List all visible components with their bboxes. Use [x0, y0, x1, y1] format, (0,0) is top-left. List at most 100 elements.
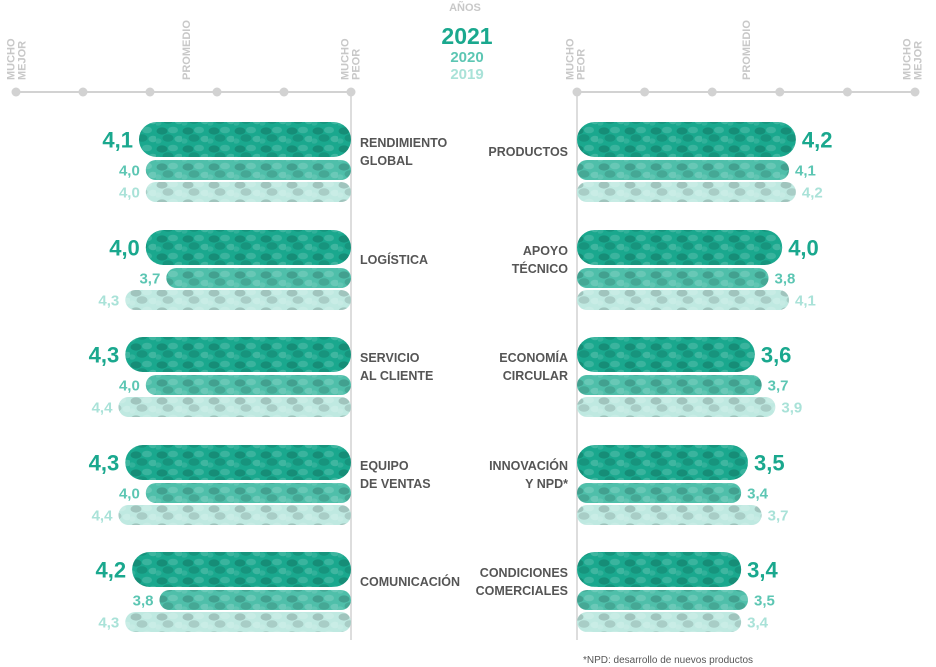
left-bar-texture: [159, 590, 351, 610]
scale-label-promedio-right: PROMEDIO: [741, 20, 753, 80]
legend-year-2021: 2021: [441, 23, 492, 49]
left-bar-texture: [125, 445, 351, 480]
svg-text:MUCHOPEOR: MUCHOPEOR: [340, 38, 363, 80]
right-bar-texture: [577, 268, 769, 288]
left-value-label: 4,3: [98, 292, 119, 309]
left-value-label: 3,7: [139, 270, 160, 287]
left-value-label: 4,3: [89, 450, 120, 475]
right-bar-texture: [577, 483, 742, 503]
left-bar-texture: [145, 375, 351, 395]
right-value-label: 3,4: [747, 557, 778, 582]
legend-title: AÑOS: [449, 1, 481, 14]
left-value-label: 4,0: [119, 377, 140, 394]
left-category-label: COMUNICACIÓN: [360, 574, 460, 589]
scale-label-mucho-peor-right: MUCHOPEOR: [565, 38, 588, 80]
left-category-label: LOGÍSTICA: [360, 252, 428, 267]
svg-text:PROMEDIO: PROMEDIO: [181, 20, 193, 80]
right-bar-texture: [577, 397, 776, 417]
right-value-label: 3,5: [754, 592, 775, 609]
left-value-label: 4,3: [98, 614, 119, 631]
left-value-label: 4,3: [89, 342, 120, 367]
scale-axes: MUCHOMEJOR PROMEDIO MUCHOPEOR MUCHOPEOR PROM…: [6, 20, 925, 640]
scale-tick-dot: [910, 87, 920, 97]
right-value-label: 3,4: [747, 614, 769, 631]
right-bar-texture: [577, 122, 796, 157]
scale-label-mucho-mejor-right: MUCHOMEJOR: [902, 38, 925, 80]
scale-tick-dot: [11, 87, 21, 97]
left-bar-texture: [138, 122, 351, 157]
right-bar-texture: [577, 290, 790, 310]
left-bar-texture: [145, 182, 351, 202]
right-bar-texture: [577, 337, 755, 372]
left-bar-texture: [145, 230, 351, 265]
right-value-label: 3,7: [768, 377, 789, 394]
left-bar-texture: [125, 337, 351, 372]
right-bar-texture: [577, 445, 748, 480]
scale-label-promedio-left: PROMEDIO: [181, 20, 193, 80]
left-bar-texture: [145, 483, 351, 503]
right-bar-texture: [577, 375, 762, 395]
scale-tick-dot: [212, 87, 222, 97]
left-bar-texture: [145, 160, 351, 180]
scale-label-mucho-mejor-left: MUCHOMEJOR: [6, 38, 29, 80]
right-value-label: 4,2: [802, 127, 833, 152]
right-value-label: 3,4: [747, 485, 769, 502]
svg-text:MUCHOMEJOR: MUCHOMEJOR: [6, 38, 29, 80]
right-bar-texture: [577, 612, 742, 632]
scale-tick-dot: [842, 87, 852, 97]
legend-year-2019: 2019: [450, 66, 483, 83]
scale-tick-dot: [640, 87, 650, 97]
right-value-label: 3,8: [775, 270, 796, 287]
left-value-label: 4,4: [92, 507, 114, 524]
scale-tick-dot: [279, 87, 289, 97]
footnote: *NPD: desarrollo de nuevos productos: [583, 655, 753, 666]
svg-text:PROMEDIO: PROMEDIO: [741, 20, 753, 80]
scale-tick-dot: [707, 87, 717, 97]
left-value-label: 3,8: [133, 592, 154, 609]
left-bar-texture: [125, 290, 351, 310]
left-value-label: 4,1: [102, 127, 133, 152]
scale-label-mucho-peor-left: MUCHOPEOR: [340, 38, 363, 80]
svg-text:MUCHOMEJOR: MUCHOMEJOR: [902, 38, 925, 80]
left-bar-texture: [118, 505, 351, 525]
left-value-label: 4,0: [109, 235, 140, 260]
scale-tick-dot: [78, 87, 88, 97]
right-bar-texture: [577, 160, 790, 180]
left-value-label: 4,4: [92, 399, 114, 416]
right-value-label: 4,1: [795, 162, 816, 179]
right-value-label: 3,6: [761, 342, 792, 367]
scale-tick-dot: [775, 87, 785, 97]
left-value-label: 4,2: [96, 557, 127, 582]
scale-tick-dot: [145, 87, 155, 97]
right-value-label: 4,1: [795, 292, 816, 309]
legend-year-2020: 2020: [450, 49, 483, 66]
right-value-label: 3,9: [781, 399, 802, 416]
left-bar-texture: [118, 397, 351, 417]
right-value-label: 4,0: [788, 235, 819, 260]
left-value-label: 4,0: [119, 485, 140, 502]
right-bar-texture: [577, 505, 762, 525]
right-value-label: 4,2: [802, 184, 823, 201]
right-bar-texture: [577, 182, 796, 202]
left-bar-texture: [166, 268, 351, 288]
right-value-label: 3,7: [768, 507, 789, 524]
right-category-label: PRODUCTOS: [488, 145, 568, 159]
right-bar-texture: [577, 230, 783, 265]
right-value-label: 3,5: [754, 450, 785, 475]
right-bar-texture: [577, 552, 742, 587]
left-value-label: 4,0: [119, 162, 140, 179]
left-bar-texture: [125, 612, 351, 632]
left-value-label: 4,0: [119, 184, 140, 201]
left-bar-texture: [132, 552, 351, 587]
right-bar-texture: [577, 590, 748, 610]
svg-text:MUCHOPEOR: MUCHOPEOR: [565, 38, 588, 80]
